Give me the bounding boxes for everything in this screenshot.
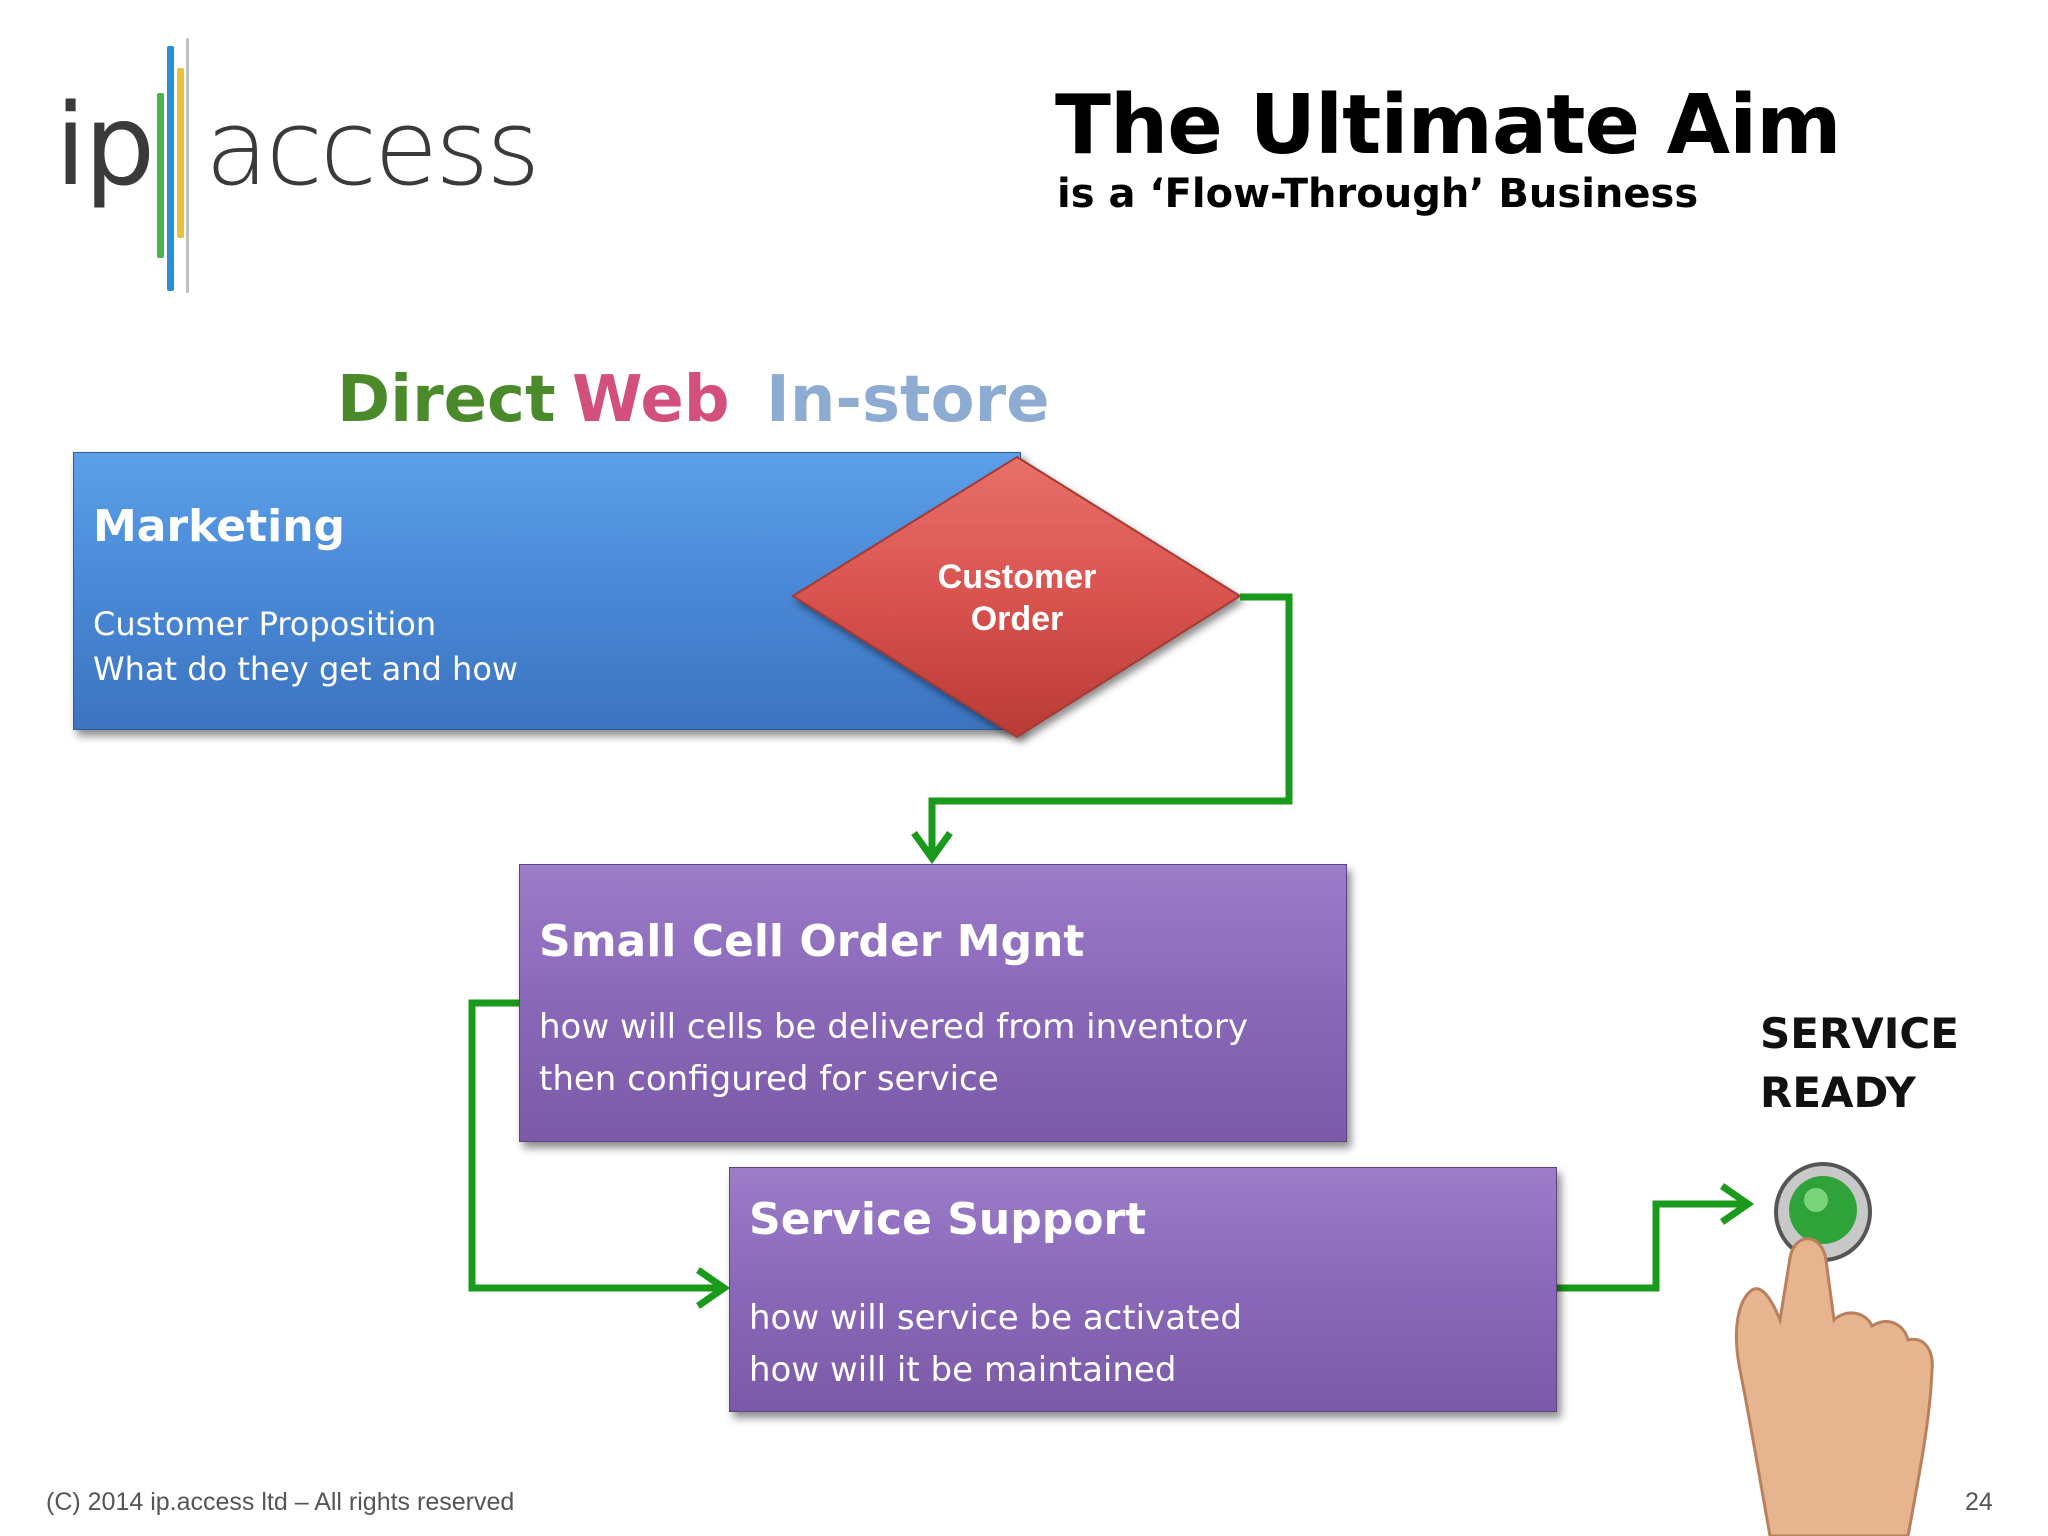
service-ready-label-1: SERVICE — [1760, 1009, 1959, 1058]
ip-access-logo: ip access — [55, 38, 540, 298]
arrow-ordermgmt-to-support — [468, 999, 722, 1292]
copyright-footer: (C) 2014 ip.access ltd – All rights rese… — [46, 1488, 515, 1516]
logo-bar-green — [157, 93, 164, 258]
logo-bar-grey — [186, 38, 189, 293]
page-subtitle: is a ‘Flow-Through’ Business — [1057, 171, 1699, 217]
arrowhead-right-icon — [1720, 1183, 1755, 1225]
channel-instore: In-store — [766, 363, 1050, 437]
customer-order-diamond — [791, 455, 1242, 739]
arrow-support-to-service-ready — [1555, 1200, 1746, 1292]
marketing-line-2: What do they get and how — [93, 650, 519, 688]
channel-direct: Direct — [337, 363, 556, 437]
order-management-title: Small Cell Order Mgnt — [539, 916, 1085, 967]
arrowhead-right-icon — [696, 1267, 731, 1309]
page-title: The Ultimate Aim — [1055, 78, 1842, 173]
order-management-line-2: then configured for service — [539, 1059, 999, 1099]
logo-bar-blue — [167, 46, 174, 291]
order-management-line-1: how will cells be delivered from invento… — [539, 1007, 1248, 1047]
service-support-title: Service Support — [749, 1194, 1147, 1245]
customer-order-line-2: Order — [970, 600, 1064, 638]
arrow-order-to-ordermgmt — [928, 593, 1293, 855]
customer-order-line-1: Customer — [937, 558, 1097, 596]
service-support-box: Service Support how will service be acti… — [729, 1167, 1557, 1412]
customer-order-label: Customer Order — [903, 556, 1131, 640]
logo-text-ip: ip — [55, 81, 155, 211]
service-ready-label-2: READY — [1760, 1068, 1916, 1117]
logo-text-access: access — [205, 87, 540, 209]
service-support-line-2: how will it be maintained — [749, 1350, 1177, 1390]
marketing-line-1: Customer Proposition — [93, 605, 437, 643]
service-support-line-1: how will service be activated — [749, 1298, 1242, 1338]
hand-pressing-button-icon — [1734, 1162, 1934, 1536]
marketing-title: Marketing — [93, 501, 346, 552]
arrowhead-down-icon — [911, 830, 953, 864]
page-number: 24 — [1965, 1488, 1993, 1516]
order-management-box: Small Cell Order Mgnt how will cells be … — [519, 864, 1347, 1142]
logo-bar-yellow — [177, 68, 184, 238]
channel-web: Web — [572, 363, 730, 437]
